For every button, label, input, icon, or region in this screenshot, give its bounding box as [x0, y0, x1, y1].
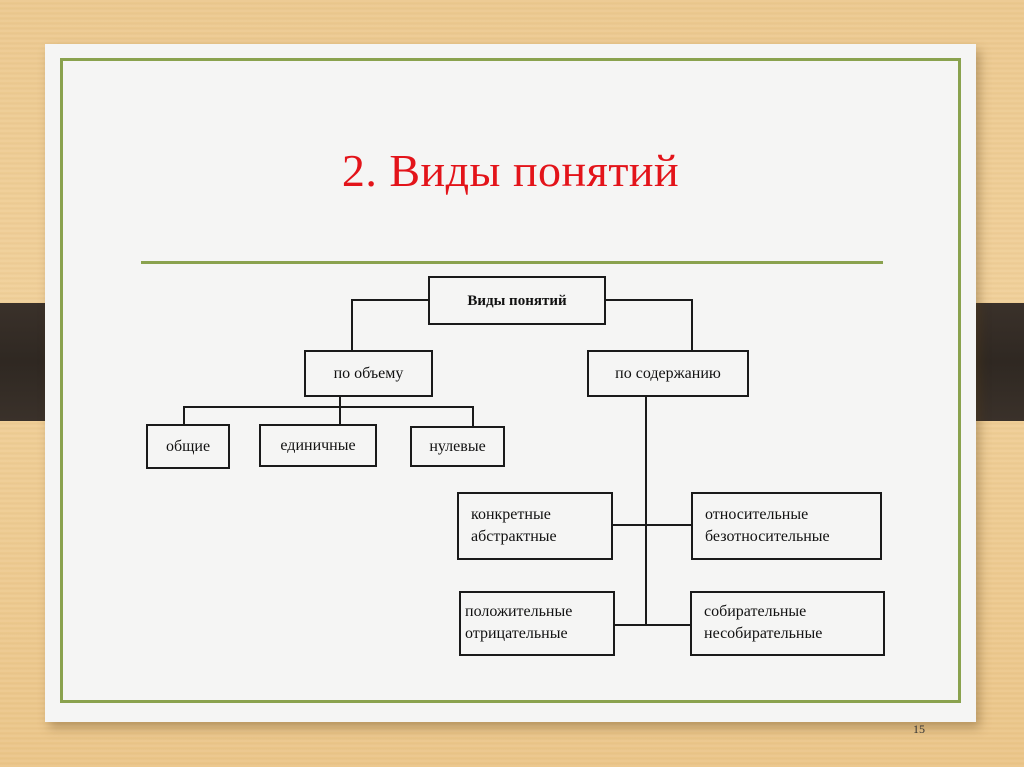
leaf-node-positive-negative: положительные отрицательные: [459, 591, 615, 656]
leaf-node-relative-absolute: относительные безотносительные: [691, 492, 882, 560]
root-node-label: Виды понятий: [467, 292, 567, 309]
leaf-node-collective-noncollective: собирательные несобирательные: [690, 591, 885, 656]
leaf-line-2: несобирательные: [704, 625, 823, 642]
root-node: Виды понятий: [428, 276, 606, 325]
page-number: 15: [913, 722, 925, 736]
title-divider: [141, 261, 883, 264]
leaf-line-1: относительные: [705, 506, 809, 523]
leaf-line-2: абстрактные: [471, 528, 557, 545]
leaf-line-1: собирательные: [704, 603, 807, 620]
branch-node-volume: по объему: [304, 350, 433, 397]
leaf-node-singular: единичные: [259, 424, 377, 467]
branch-node-content: по содержанию: [587, 350, 749, 397]
leaf-line-1: положительные: [465, 603, 573, 620]
leaf-node-general: общие: [146, 424, 230, 469]
leaf-line-1: конкретные: [471, 506, 551, 523]
leaf-node-empty: нулевые: [410, 426, 505, 467]
leaf-node-singular-label: единичные: [280, 436, 356, 454]
leaf-node-general-label: общие: [165, 437, 211, 455]
slide-title: 2. Виды понятий: [341, 145, 680, 196]
branch-node-volume-label: по объему: [333, 364, 404, 382]
leaf-line-2: безотносительные: [705, 528, 830, 545]
leaf-node-concrete-abstract: конкретные абстрактные: [457, 492, 613, 560]
branch-node-content-label: по содержанию: [615, 364, 721, 382]
leaf-line-2: отрицательные: [465, 625, 568, 642]
leaf-node-empty-label: нулевые: [429, 437, 486, 455]
slide-inner-border: [60, 58, 961, 703]
